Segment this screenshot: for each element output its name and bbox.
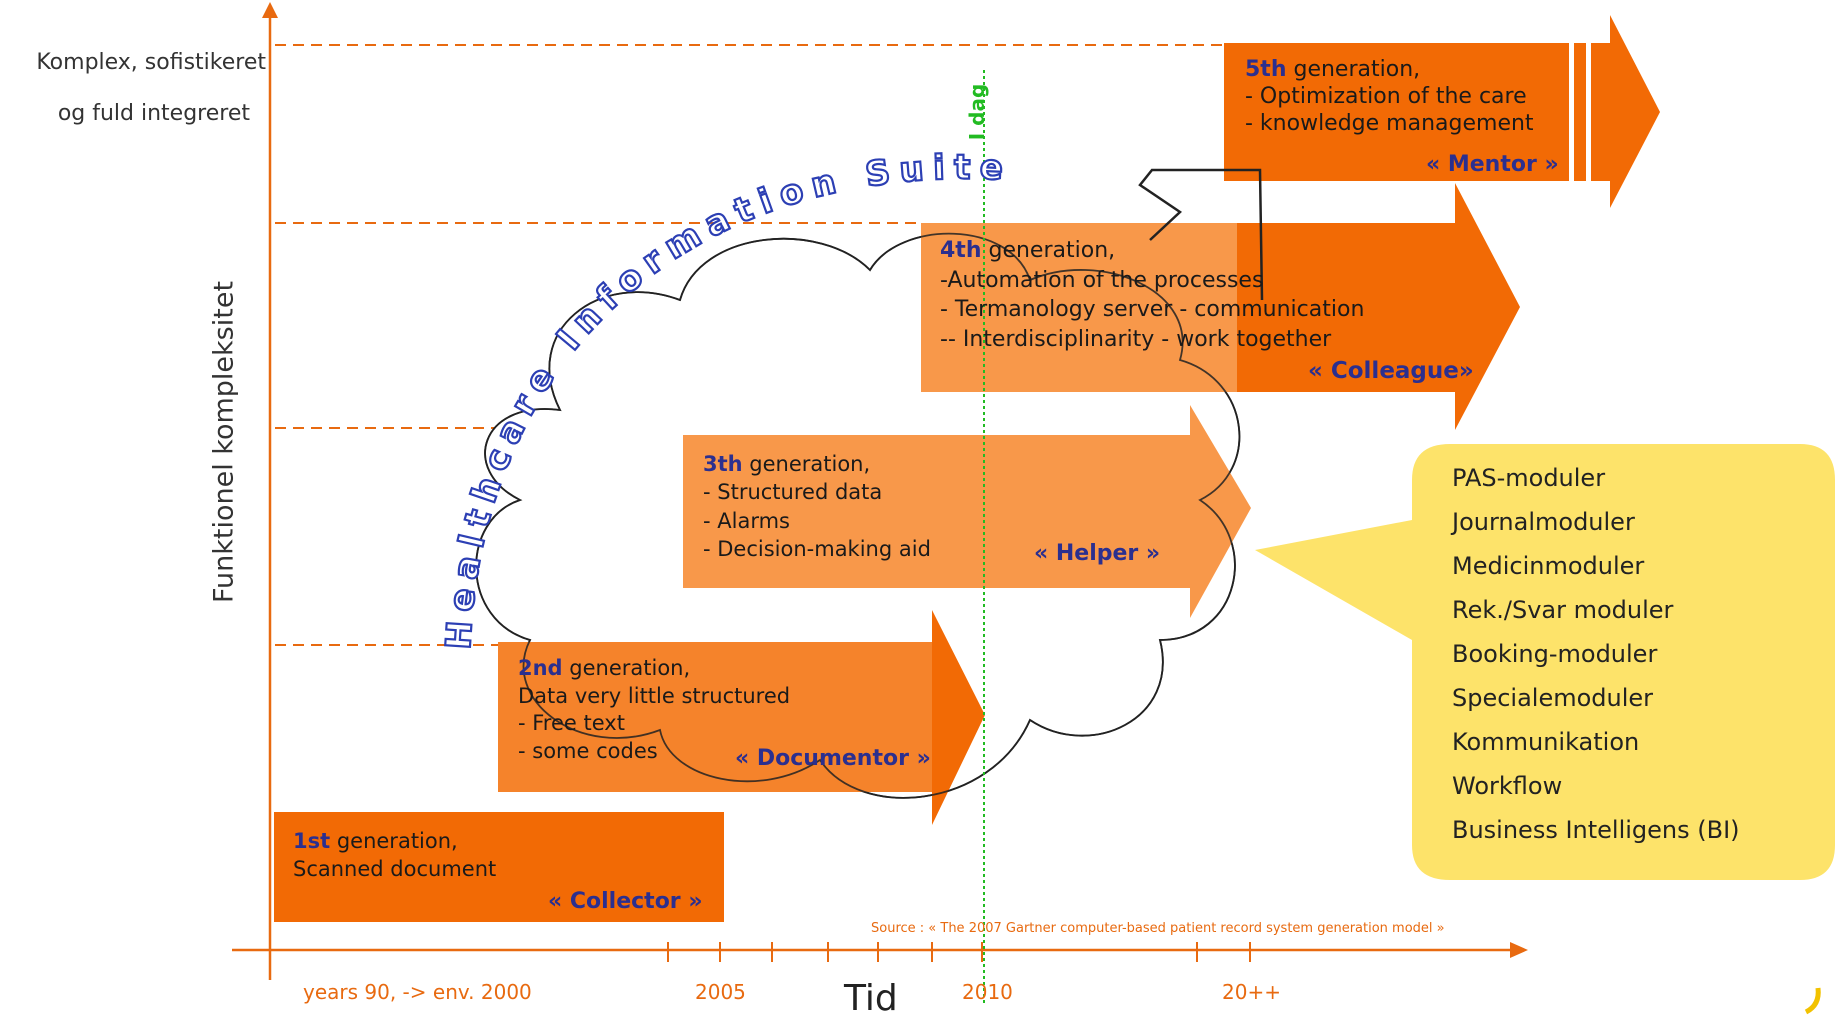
arrow-3rd-generation xyxy=(683,405,1251,618)
gen5-heading: 5th generation, xyxy=(1245,57,1421,82)
gen4-line: - Termanology server - communication xyxy=(940,297,1365,323)
gen4-heading: 4th generation, xyxy=(940,238,1116,263)
module-item: Workflow xyxy=(1452,772,1563,800)
y-level-label-top: Komplex, sofistikeret xyxy=(36,50,266,75)
arrow-5th-generation xyxy=(1224,15,1660,208)
gen4-text: 4th generation, -Automation of the proce… xyxy=(940,236,1364,355)
arrow-4th-generation xyxy=(921,183,1520,430)
gen3-line: - Structured data xyxy=(703,480,883,505)
module-item: PAS-moduler xyxy=(1452,464,1606,492)
gen5-text: 5th generation, - Optimization of the ca… xyxy=(1245,57,1534,137)
x-tick-label: 2005 xyxy=(695,980,746,1004)
modules-list: PAS-moduler Journalmoduler Medicinmodule… xyxy=(1452,456,1740,852)
gen5-line: - Optimization of the care xyxy=(1245,83,1527,109)
gen2-heading: 2nd generation, xyxy=(518,656,691,680)
gen2-text: 2nd generation, Data very little structu… xyxy=(518,655,790,766)
gen3-heading: 3th generation, xyxy=(703,452,871,476)
module-item: Specialemoduler xyxy=(1452,684,1654,712)
source-note: Source : « The 2007 Gartner computer-bas… xyxy=(871,921,1445,936)
modules-callout-shape xyxy=(1255,444,1835,880)
module-item: Journalmoduler xyxy=(1452,508,1635,536)
gen5-role: « Mentor » xyxy=(1426,152,1559,177)
x-tick-label: 2010 xyxy=(962,980,1013,1004)
gen2-line: Data very little structured xyxy=(518,683,791,708)
module-item: Medicinmoduler xyxy=(1452,552,1645,580)
module-item: Business Intelligens (BI) xyxy=(1452,816,1740,844)
module-item: Booking-moduler xyxy=(1452,640,1658,668)
gen2-line: - Free text xyxy=(518,711,625,736)
y-level-label-top-2: og fuld integreret xyxy=(57,101,250,126)
lightning-connector xyxy=(1138,168,1264,301)
gen1-text: 1st generation, Scanned document xyxy=(293,828,496,883)
box-1st-generation xyxy=(274,812,724,922)
module-item: Rek./Svar moduler xyxy=(1452,596,1674,624)
gen4-line: -Automation of the processes xyxy=(940,267,1264,293)
x-axis-line xyxy=(232,942,1528,962)
y-axis-title: Funktionel kompleksitet xyxy=(208,280,240,604)
gen3-role: « Helper » xyxy=(1034,541,1161,566)
gen5-line: - knowledge management xyxy=(1245,110,1534,136)
y-axis-line xyxy=(262,2,278,980)
gen1-role: « Collector » xyxy=(548,889,703,914)
x-axis-title: Tid xyxy=(844,978,898,1019)
gen1-heading: 1st generation, xyxy=(293,829,458,853)
gen3-line: - Alarms xyxy=(703,508,790,533)
cloud-outline-overlay xyxy=(475,232,1241,799)
gen3-line: - Decision-making aid xyxy=(703,537,931,562)
gen4-role: « Colleague» xyxy=(1308,358,1474,384)
today-label: I dag xyxy=(965,83,989,141)
module-item: Kommunikation xyxy=(1452,728,1640,756)
x-tick-label: years 90, -> env. 2000 xyxy=(303,980,532,1004)
level-guides xyxy=(275,44,1222,646)
x-tick-label: 20++ xyxy=(1222,980,1281,1004)
arrow-2nd-generation-light xyxy=(498,642,932,792)
corner-mark xyxy=(1804,987,1821,1015)
gen2-role: « Documentor » xyxy=(735,746,931,771)
gen3-text: 3th generation, - Structured data - Alar… xyxy=(703,450,931,563)
gen2-line: - some codes xyxy=(518,739,658,764)
gen4-line: -- Interdisciplinarity - work together xyxy=(940,327,1332,353)
gen1-line: Scanned document xyxy=(293,856,497,881)
